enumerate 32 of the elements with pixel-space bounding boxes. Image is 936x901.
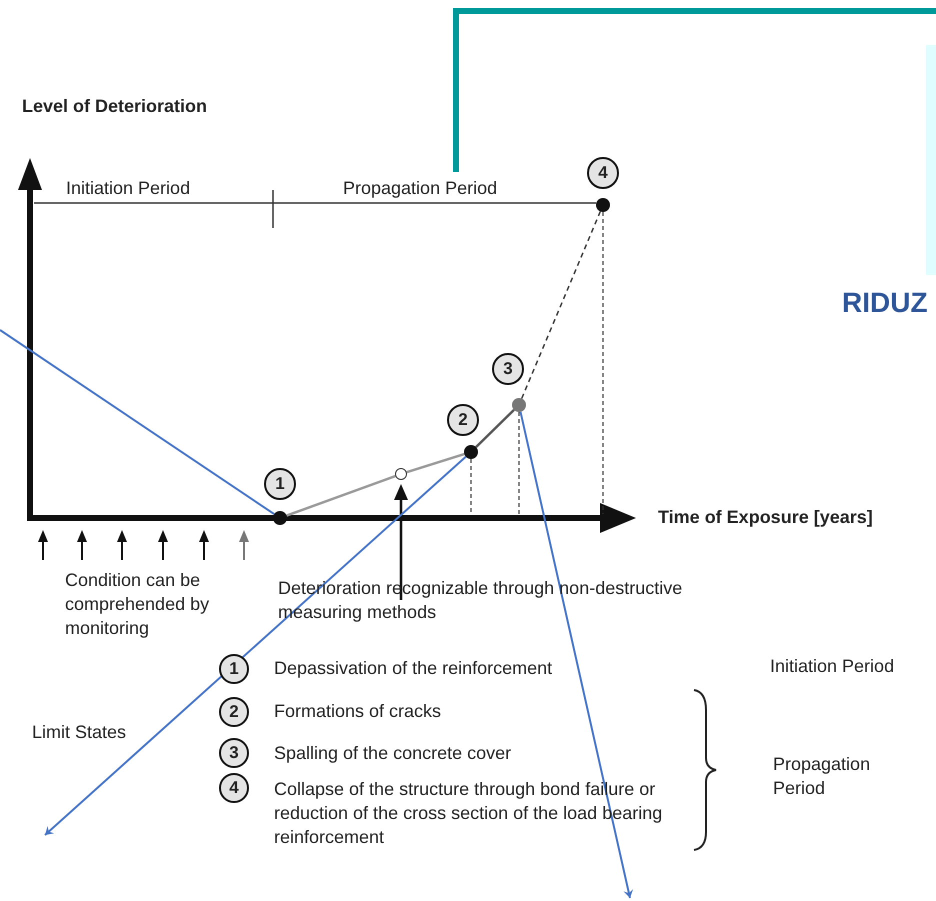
callout-number: 1	[219, 654, 249, 684]
curve-segment	[406, 452, 465, 474]
curve-segment	[521, 211, 601, 399]
axis-title: Time of Exposure [years]	[658, 506, 874, 529]
period-label: Initiation Period	[770, 655, 896, 678]
callout-number: 3	[219, 738, 249, 768]
data-point	[395, 468, 407, 480]
legend-text: Spalling of the concrete cover	[274, 742, 512, 765]
group-label: Limit States	[32, 721, 128, 744]
data-point	[596, 198, 610, 212]
curve-segment	[286, 474, 396, 517]
data-point	[512, 398, 526, 412]
legend-text: Depassivation of the reinforcement	[274, 657, 554, 680]
callout-number: 4	[587, 157, 619, 189]
leader-line	[0, 329, 275, 515]
callout-number: 4	[219, 773, 249, 803]
data-point	[273, 511, 287, 525]
arrow	[44, 456, 466, 836]
callout-number: 3	[492, 353, 524, 385]
data-point	[464, 445, 478, 459]
callout-number: 2	[219, 697, 249, 727]
axis-title: Level of Deterioration	[22, 95, 208, 118]
period-label: Propagation Period	[773, 753, 872, 800]
period-label: Propagation Period	[343, 177, 498, 200]
note-text: Condition can be comprehended by monitoring	[65, 569, 210, 640]
callout-number: 2	[447, 404, 479, 436]
arrow	[520, 412, 634, 898]
period-label: Initiation Period	[66, 177, 192, 200]
callout-number: 1	[264, 468, 296, 500]
curve-segment	[475, 409, 515, 448]
heading: RIDUZ	[842, 286, 929, 320]
legend-text: Formations of cracks	[274, 700, 442, 723]
